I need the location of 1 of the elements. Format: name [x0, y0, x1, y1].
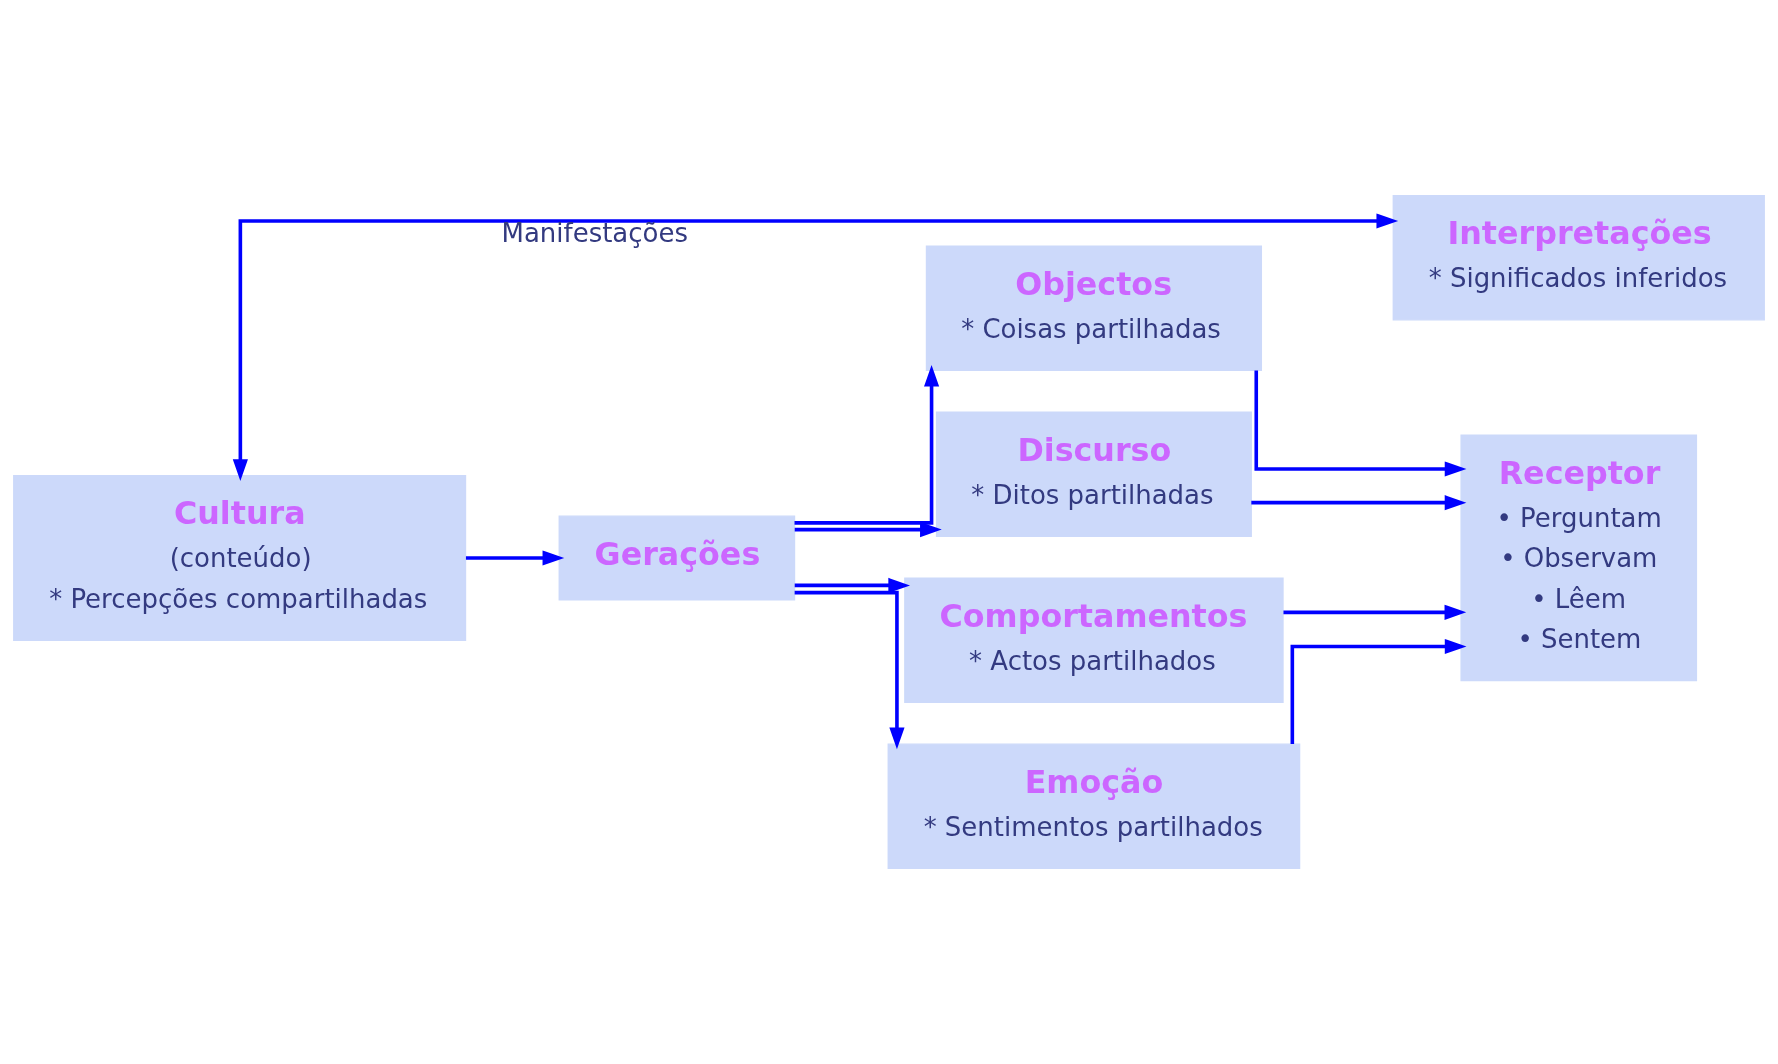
edge-label: Manifestações [501, 217, 688, 248]
